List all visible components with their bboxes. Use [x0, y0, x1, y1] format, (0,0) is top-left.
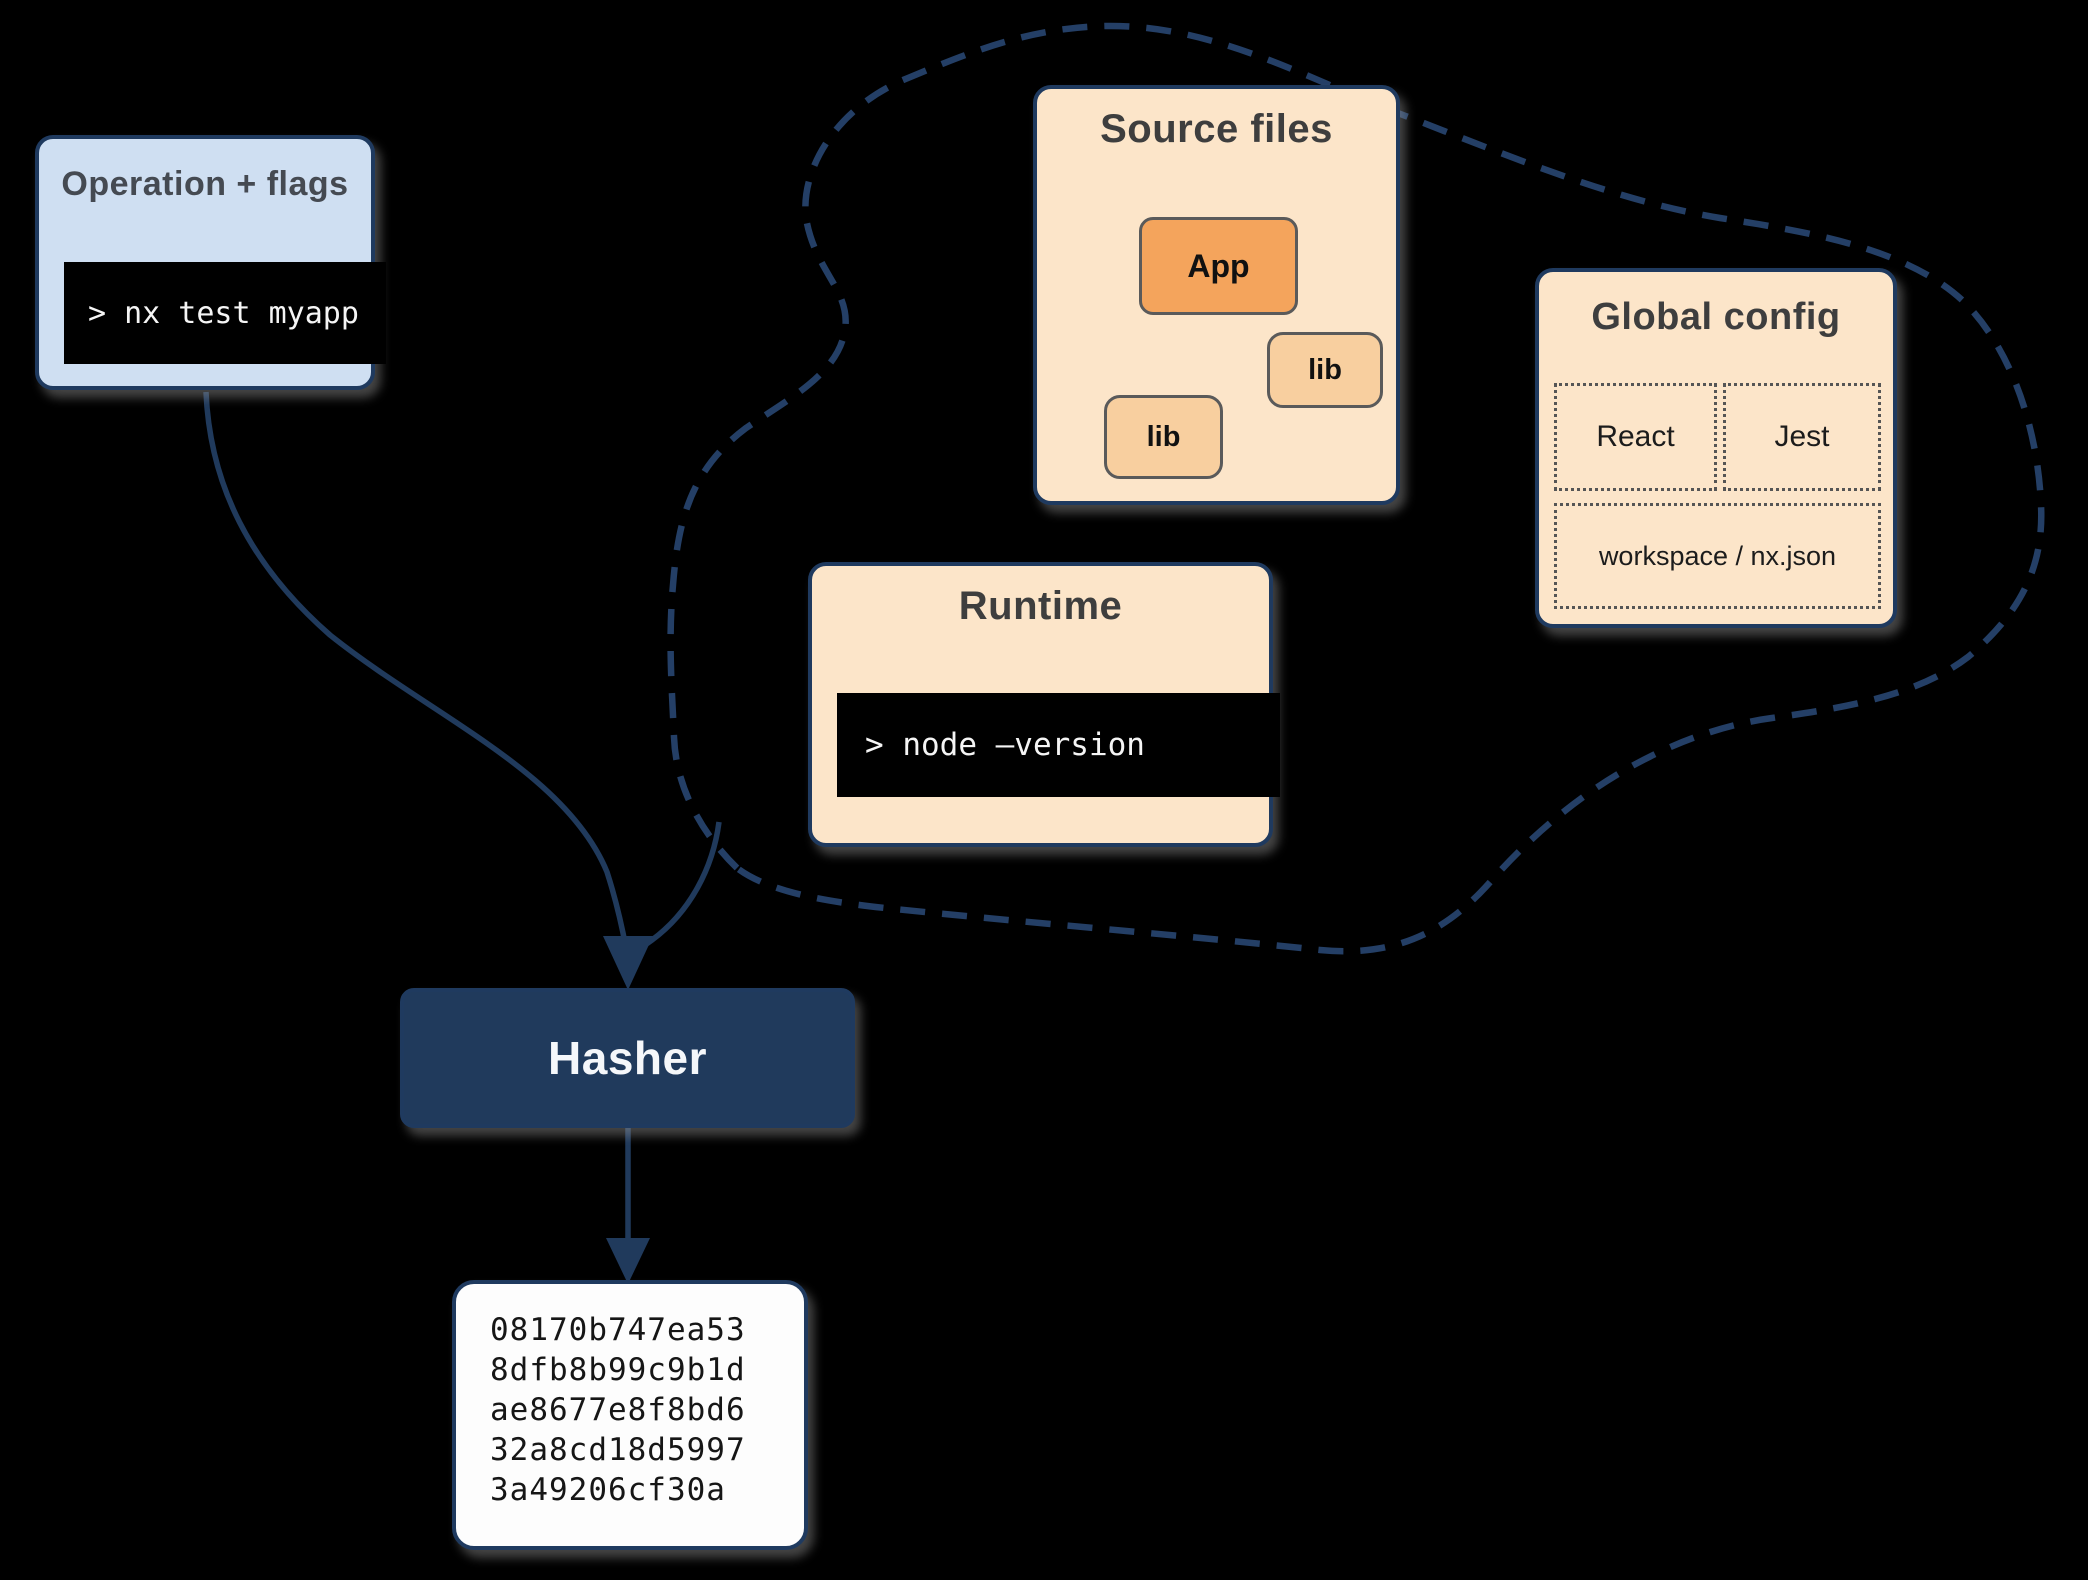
hash-line: 32a8cd18d5997: [490, 1432, 746, 1468]
config-slot-workspace: workspace / nx.json: [1554, 503, 1881, 609]
hash-line: 08170b747ea53: [490, 1312, 746, 1348]
operation-command: > nx test myapp: [88, 295, 359, 331]
hasher-arrowhead: [603, 936, 653, 990]
hash-arrowhead: [606, 1238, 650, 1284]
operation-flags-title: Operation + flags: [61, 165, 349, 203]
hash-line: 3a49206cf30a: [490, 1472, 726, 1508]
lib-node-left-label: lib: [1146, 420, 1181, 453]
app-node-label: App: [1187, 247, 1250, 284]
lib-node-left: lib: [1104, 395, 1223, 479]
config-jest-label: Jest: [1774, 420, 1830, 453]
hash-line: 8dfb8b99c9b1d: [490, 1352, 746, 1388]
config-slot-jest: Jest: [1723, 383, 1881, 491]
hash-output-box: 08170b747ea53 8dfb8b99c9b1d ae8677e8f8bd…: [452, 1280, 808, 1550]
runtime-title: Runtime: [958, 584, 1123, 628]
hash-line: ae8677e8f8bd6: [490, 1392, 746, 1428]
global-config-title: Global config: [1591, 296, 1841, 338]
config-slot-react: React: [1554, 383, 1717, 491]
lib-node-right: lib: [1267, 332, 1383, 408]
runtime-command: > node –version: [865, 727, 1145, 763]
operation-flags-box: Operation + flags > nx test myapp: [35, 135, 386, 390]
cloud-outline: [667, 22, 2045, 955]
operation-terminal: > nx test myapp: [64, 262, 386, 364]
app-node: App: [1139, 217, 1298, 315]
config-react-label: React: [1596, 420, 1675, 453]
global-config-box: Global config React Jest workspace / nx.…: [1535, 268, 1897, 628]
lib-node-right-label: lib: [1308, 353, 1342, 386]
hasher-box: Hasher: [400, 988, 855, 1128]
edge-cloud-to-hasher: [631, 821, 722, 957]
runtime-box: Runtime > node –version: [808, 562, 1280, 847]
source-files-box: Source files App lib lib: [1033, 85, 1400, 505]
source-files-title: Source files: [1100, 107, 1333, 151]
hash-output-lines: 08170b747ea53 8dfb8b99c9b1d ae8677e8f8bd…: [456, 1284, 804, 1510]
edge-operation-to-hasher: [203, 391, 629, 949]
hasher-label: Hasher: [548, 1032, 707, 1084]
runtime-terminal: > node –version: [837, 693, 1280, 797]
config-workspace-label: workspace / nx.json: [1598, 540, 1837, 571]
